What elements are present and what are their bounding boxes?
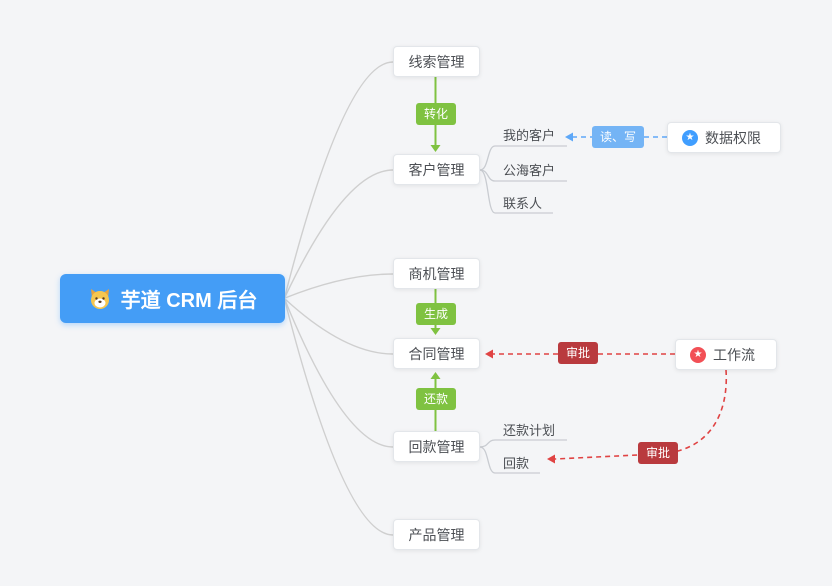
child-my-customers: 我的客户	[503, 128, 556, 143]
edge-root-contracts	[284, 298, 394, 355]
badge-approve-contract: 审批	[557, 342, 599, 364]
star-glyph: ★	[685, 131, 695, 143]
dog-emoji-icon	[88, 288, 112, 310]
node-workflow: ★ 工作流	[675, 339, 777, 370]
badge-convert: 转化	[415, 103, 457, 125]
edge-root-leads	[284, 61, 394, 297]
badge-approve-receivable: 审批	[637, 442, 679, 464]
node-opportunity-management: 商机管理	[393, 258, 480, 289]
node-product-management: 产品管理	[393, 519, 480, 550]
node-lead-management: 线索管理	[393, 46, 480, 77]
root-node-label: 芋道 CRM 后台	[120, 290, 258, 312]
edge-root-products	[284, 300, 394, 536]
edge-root-opportunities	[284, 273, 394, 299]
star-glyph: ★	[693, 348, 703, 360]
badge-repay: 还款	[415, 388, 457, 410]
badge-read-write: 读、写	[591, 126, 645, 148]
node-contract-management: 合同管理	[393, 338, 480, 369]
edge-customers-contacts	[479, 169, 553, 214]
root-node-crm-backend: 芋道 CRM 后台	[60, 274, 285, 323]
node-workflow-label: 工作流	[713, 346, 755, 363]
arrowhead-read-write	[565, 132, 573, 142]
edge-receivables-repay-plan	[479, 439, 567, 448]
star-icon-red: ★	[690, 346, 706, 363]
child-payment: 回款	[503, 456, 530, 471]
arrowhead-convert	[430, 145, 441, 152]
node-customer-management: 客户管理	[393, 154, 480, 185]
child-contacts: 联系人	[503, 196, 543, 211]
node-data-permission: ★ 数据权限	[667, 122, 781, 153]
node-receivable-management: 回款管理	[393, 431, 480, 462]
arrowhead-repay	[430, 372, 441, 379]
badge-generate: 生成	[415, 303, 457, 325]
arrowhead-generate	[430, 328, 441, 335]
node-data-permission-label: 数据权限	[705, 129, 761, 146]
edge-root-customers	[284, 169, 394, 298]
edge-customers-my-customers	[479, 145, 567, 171]
arrowhead-approve-contract	[485, 349, 493, 359]
child-public-pool: 公海客户	[503, 163, 556, 178]
arrowhead-approve-receivable	[547, 454, 555, 464]
edge-root-receivables	[284, 299, 394, 448]
edge-receivables-payment	[479, 446, 540, 474]
child-repay-plan: 还款计划	[503, 423, 556, 438]
star-icon-blue: ★	[682, 129, 698, 146]
